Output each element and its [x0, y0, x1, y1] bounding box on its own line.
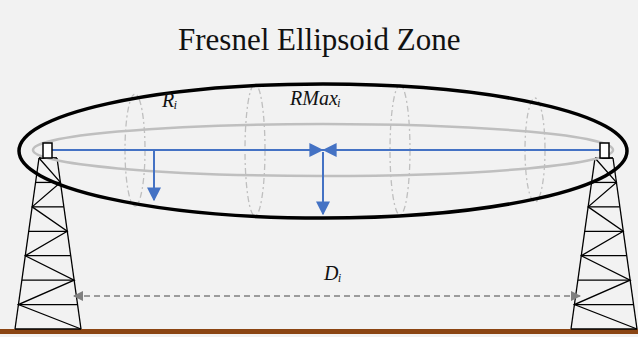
line-of-sight [52, 149, 600, 151]
lattice-tower [571, 158, 637, 329]
mid-arrow [312, 149, 322, 151]
max-radius-arrow [322, 152, 324, 214]
diagram-title: Fresnel Ellipsoid Zone [178, 23, 460, 57]
max-radius-label: RMaxᵢ [290, 87, 341, 109]
antenna [600, 143, 609, 158]
radius-arrow [153, 150, 155, 200]
distance-label: Dᵢ [324, 262, 342, 284]
mid-arrow [324, 149, 334, 151]
antenna [43, 143, 52, 158]
lattice-tower [15, 158, 81, 329]
distance-arrow [74, 295, 580, 297]
fresnel-ellipsoid [19, 84, 627, 218]
towers [15, 158, 637, 329]
ground [0, 329, 638, 334]
radius-label: Rᵢ [162, 89, 177, 111]
